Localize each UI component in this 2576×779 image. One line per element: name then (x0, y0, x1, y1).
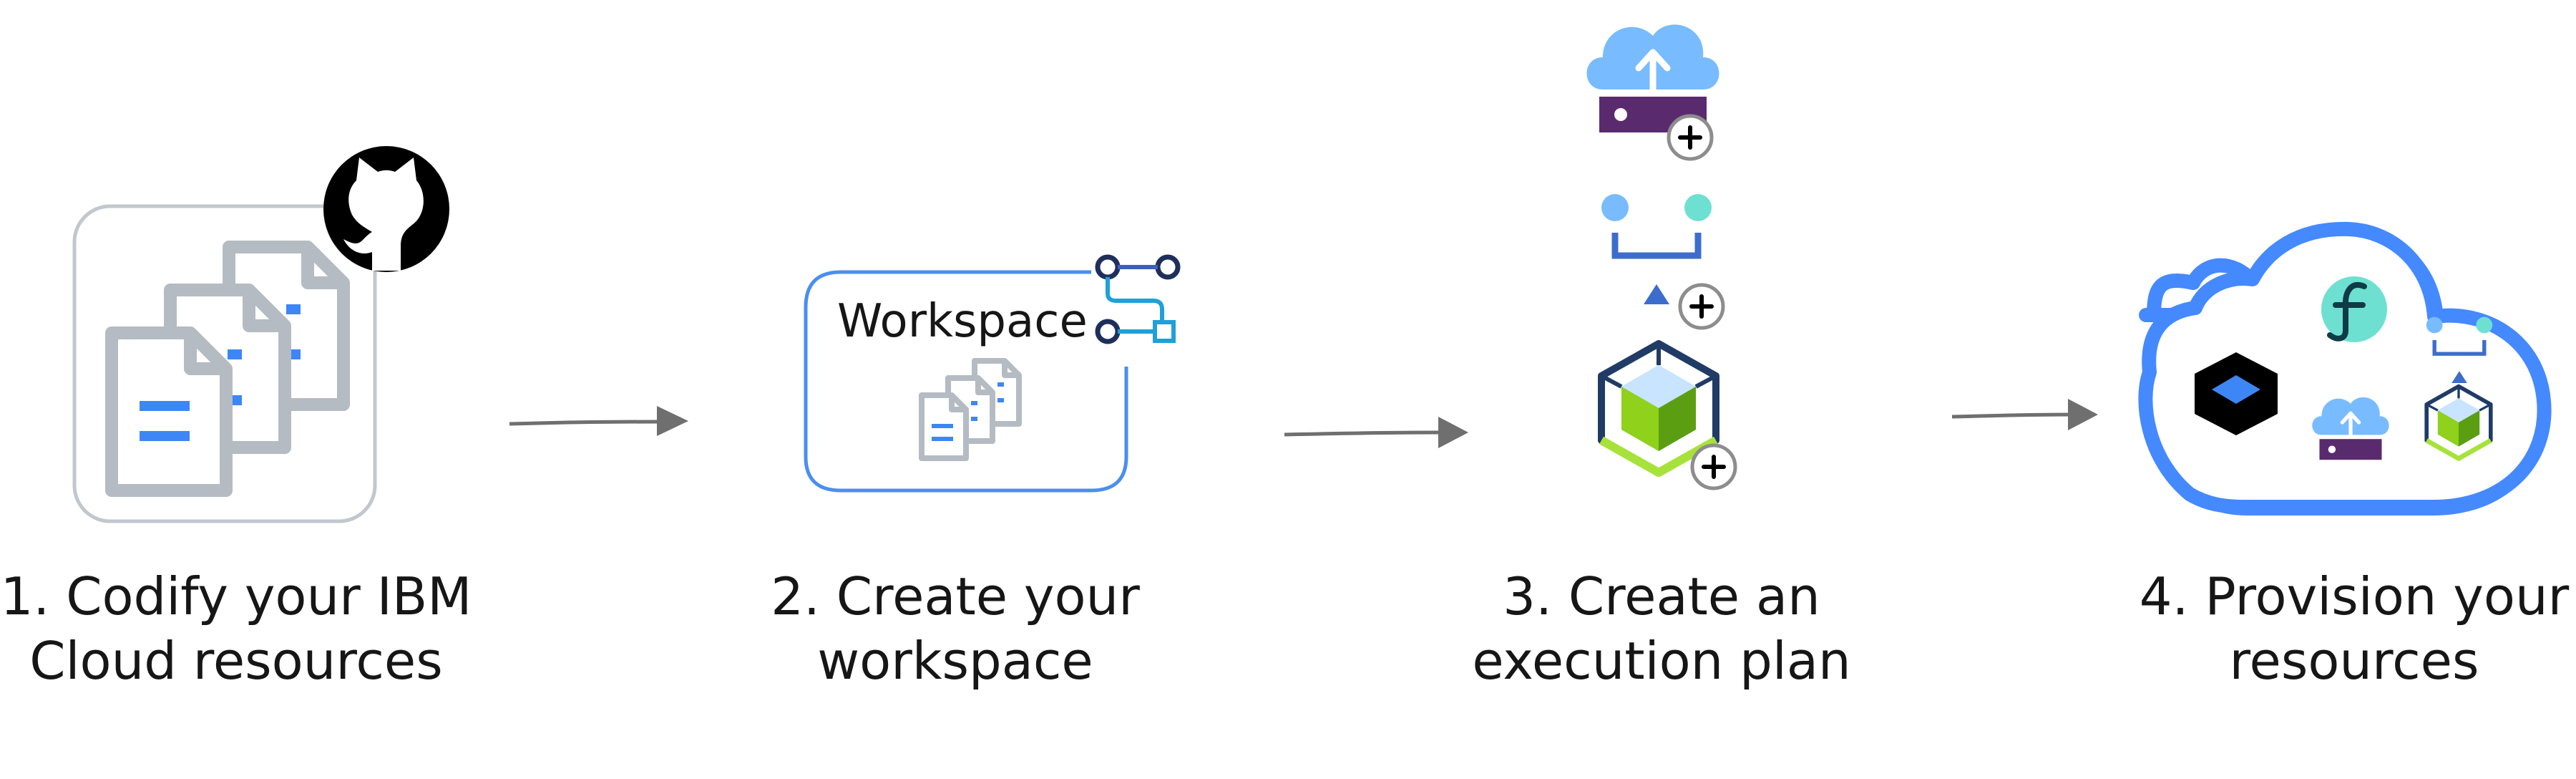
step2-create-workspace: Workspace 2. Create your workspace (771, 254, 1181, 691)
step2-label-line1: 2. Create your (771, 566, 1140, 626)
cloud-functions-icon (2321, 276, 2387, 342)
step3-label-line2: execution plan (1472, 631, 1850, 691)
step3-label-line1: 3. Create an (1503, 566, 1820, 626)
step4-provision-resources: 4. Provision your resources (2138, 221, 2570, 691)
load-balancer-plus-icon (1680, 285, 1723, 328)
arrow-1 (509, 406, 688, 436)
step2-label-line2: workspace (817, 631, 1093, 691)
cloud-cube-icon (2426, 387, 2491, 459)
workspace-document-stack-icon (922, 361, 1019, 458)
step4-label-line2: resources (2230, 631, 2479, 691)
cloud-storage-plus-icon (1669, 116, 1712, 159)
branch-flow-icon (1095, 254, 1181, 344)
step1-label-line1: 1. Codify your IBM (1, 566, 472, 626)
arrow-3 (1951, 399, 2098, 430)
step1-codify-resources: 1. Codify your IBM Cloud resources (1, 146, 472, 691)
arrow-2 (1284, 417, 1468, 448)
workspace-container (804, 270, 1128, 493)
step4-label-line1: 4. Provision your (2140, 566, 2570, 626)
github-icon (323, 146, 449, 272)
vpc-plus-icon (1692, 445, 1735, 488)
document-stack-icon (112, 247, 343, 490)
step3-execution-plan: 3. Create an execution plan (1472, 24, 1851, 691)
step1-label-line2: Cloud resources (29, 631, 442, 691)
workspace-label: Workspace (837, 295, 1088, 348)
